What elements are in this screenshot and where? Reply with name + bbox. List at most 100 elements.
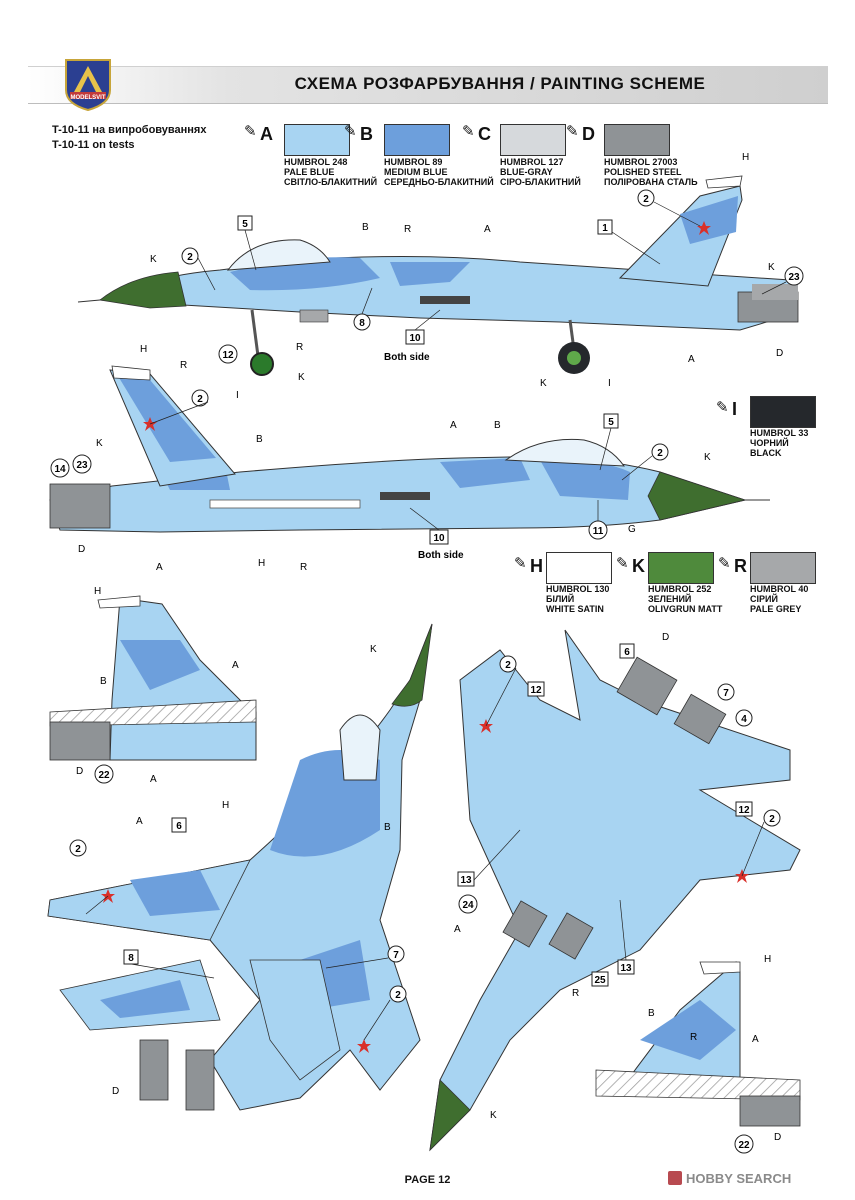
callout-13: 13 — [617, 959, 635, 975]
svg-text:23: 23 — [76, 460, 88, 471]
side-view-left — [77, 175, 799, 376]
callout-12: 12 — [527, 681, 545, 697]
paint-info: HUMBROL 130 БІЛИЙ WHITE SATIN — [546, 584, 696, 614]
callout-24: 24 — [458, 894, 478, 914]
paint-callout-i: I — [236, 390, 239, 401]
paint-callout-a: A — [136, 816, 143, 827]
paint-name-en: PALE GREY — [750, 604, 802, 614]
scheme-subtitle-ua: T-10-11 на випробовуваннях — [52, 124, 207, 136]
paint-name-en: WHITE SATIN — [546, 604, 604, 614]
callout-1: 1 — [597, 219, 613, 235]
tail-detail-bottom — [595, 961, 801, 1127]
paint-code: HUMBROL 248 — [284, 157, 348, 167]
leader-lines — [85, 201, 787, 1041]
svg-text:2: 2 — [197, 394, 203, 405]
callout-14: 14 — [50, 458, 70, 478]
paint-color-box — [284, 124, 350, 156]
modelsvit-logo — [65, 59, 111, 112]
paint-name-en: OLIVGRUN MATT — [648, 604, 723, 614]
both-side-label: Both side — [418, 550, 464, 561]
paint-code: HUMBROL 33 — [750, 428, 809, 438]
svg-text:8: 8 — [359, 318, 365, 329]
callout-2: 2 — [69, 839, 87, 857]
paint-callout-r: R — [180, 360, 187, 371]
paint-callout-d: D — [78, 544, 85, 555]
paint-callout-r: R — [296, 342, 303, 353]
paint-info: HUMBROL 127 BLUE-GRAY СІРО-БЛАКИТНИЙ — [500, 157, 650, 187]
svg-text:10: 10 — [409, 333, 421, 344]
paint-callout-a: A — [752, 1034, 759, 1045]
callout-2: 2 — [651, 443, 669, 461]
paint-color-box — [604, 124, 670, 156]
both-side-label: Both side — [384, 352, 430, 363]
callout-11: 11 — [588, 520, 608, 540]
paint-callout-k: K — [704, 452, 711, 463]
paint-callout-b: B — [100, 676, 107, 687]
watermark: HOBBY SEARCH — [686, 1171, 792, 1186]
paint-callout-r: R — [404, 224, 411, 235]
paint-callout-h: H — [222, 800, 229, 811]
paint-callout-a: A — [156, 562, 163, 573]
svg-text:11: 11 — [593, 526, 604, 537]
paint-pen-icon: ✎ — [616, 555, 629, 572]
paint-name-en: BLUE-GRAY — [500, 167, 553, 177]
callout-25: 25 — [591, 971, 609, 987]
paint-callout-a: A — [688, 354, 695, 365]
paint-callout-k: K — [540, 378, 547, 389]
callouts: 5 2 2 1 23 8 10 12 2 5 2 14 23 11 10 22 … — [50, 189, 804, 1154]
paint-name-en: PALE BLUE — [284, 167, 335, 177]
paint-callout-a: A — [454, 924, 461, 935]
paint-info: HUMBROL 252 ЗЕЛЕНИЙ OLIVGRUN MATT — [648, 584, 798, 614]
paint-callout-d: D — [774, 1132, 781, 1143]
paint-letter: D — [582, 124, 595, 144]
svg-text:12: 12 — [738, 805, 750, 816]
paint-name-ua: ЧОРНИЙ — [750, 438, 789, 448]
paint-code: HUMBROL 130 — [546, 584, 610, 594]
paint-pen-icon: ✎ — [718, 555, 731, 572]
paint-pen-icon: ✎ — [566, 123, 579, 140]
svg-text:6: 6 — [176, 821, 182, 832]
callout-8: 8 — [353, 313, 371, 331]
paint-name-ua: ЗЕЛЕНИЙ — [648, 594, 692, 604]
side-view-right — [49, 365, 770, 533]
paint-name-ua: СІРО-БЛАКИТНИЙ — [500, 177, 581, 187]
paint-letter: A — [260, 124, 273, 144]
callout-7: 7 — [387, 945, 405, 963]
paint-callout-h: H — [742, 152, 749, 163]
paint-pen-icon: ✎ — [344, 123, 357, 140]
paint-code: HUMBROL 127 — [500, 157, 564, 167]
paint-letter: C — [478, 124, 491, 144]
svg-text:2: 2 — [643, 194, 649, 205]
paint-callout-g: G — [628, 524, 636, 535]
svg-text:2: 2 — [75, 844, 81, 855]
paint-callout-d: D — [776, 348, 783, 359]
header-bar — [28, 66, 828, 104]
callout-23: 23 — [784, 266, 804, 286]
paint-code: HUMBROL 252 — [648, 584, 712, 594]
paint-pen-icon: ✎ — [514, 555, 527, 572]
paint-callout-a: A — [232, 660, 239, 671]
logo-text: MODELSVIT — [70, 95, 106, 101]
callout-7: 7 — [717, 683, 735, 701]
paint-callout-h: H — [764, 954, 771, 965]
paint-name-en: MEDIUM BLUE — [384, 167, 448, 177]
svg-text:2: 2 — [505, 660, 511, 671]
paint-name-en: POLISHED STEEL — [604, 167, 682, 177]
svg-text:22: 22 — [98, 770, 110, 781]
paint-name-en: BLACK — [750, 448, 782, 458]
svg-text:23: 23 — [788, 272, 800, 283]
callout-2: 2 — [389, 985, 407, 1003]
svg-text:5: 5 — [608, 417, 614, 428]
paint-code: HUMBROL 89 — [384, 157, 443, 167]
paint-callout-a: A — [484, 224, 491, 235]
paint-callout-i: I — [608, 378, 611, 389]
paint-name-ua: СІРИЙ — [750, 594, 778, 604]
callout-12: 12 — [735, 801, 753, 817]
paint-callout-b: B — [256, 434, 263, 445]
scheme-subtitle-en: T-10-11 on tests — [52, 139, 135, 151]
svg-text:7: 7 — [723, 688, 729, 699]
paint-callout-d: D — [76, 766, 83, 777]
svg-text:2: 2 — [657, 448, 663, 459]
svg-text:4: 4 — [741, 714, 747, 725]
svg-text:1: 1 — [602, 223, 608, 234]
